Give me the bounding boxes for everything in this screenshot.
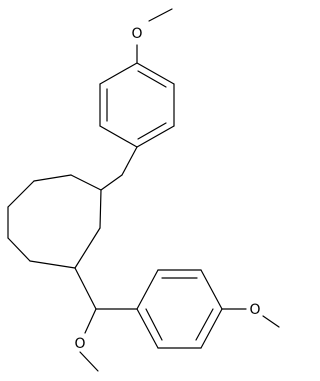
- ring-double-bond: [137, 122, 167, 140]
- ring-bond: [136, 125, 175, 148]
- chemical-structure-diagram: O O O: [7, 8, 280, 372]
- ring-bond: [33, 174, 72, 182]
- o-methyl-bond: [79, 351, 99, 372]
- bottom-methoxyphenyl-group: [74, 267, 280, 372]
- ring-bond: [74, 227, 101, 269]
- ring-bond: [99, 62, 138, 85]
- ring-bond: [200, 269, 223, 310]
- ring-bond: [7, 237, 31, 262]
- ring-bond: [7, 180, 35, 208]
- oxygen-atom-label-right: O: [249, 302, 260, 318]
- oxygen-atom-label-bottom: O: [74, 336, 85, 352]
- ring-ch-bond: [74, 267, 97, 310]
- ring-double-bond: [195, 308, 214, 341]
- ring-bond: [99, 189, 102, 229]
- oxygen-atom-label-top: O: [131, 26, 142, 42]
- o-methyl-bond: [262, 315, 280, 328]
- top-methoxyphenyl-group: [99, 8, 175, 191]
- ring-bond: [29, 260, 76, 269]
- ring-bond: [136, 269, 159, 310]
- ring-double-bond: [145, 308, 163, 341]
- ch-o-bond: [84, 308, 97, 334]
- ring-bond: [136, 62, 175, 85]
- benzyl-ring-bond: [100, 174, 123, 191]
- cyclooctane-ring: [7, 174, 102, 269]
- ring-bond: [99, 125, 138, 148]
- methyl-o-bond: [148, 8, 173, 22]
- ring-double-bond: [137, 70, 167, 88]
- ring-bond: [200, 308, 223, 349]
- benzyl-bond: [121, 146, 138, 176]
- ring-bond: [70, 174, 102, 191]
- ring-bond: [136, 308, 159, 349]
